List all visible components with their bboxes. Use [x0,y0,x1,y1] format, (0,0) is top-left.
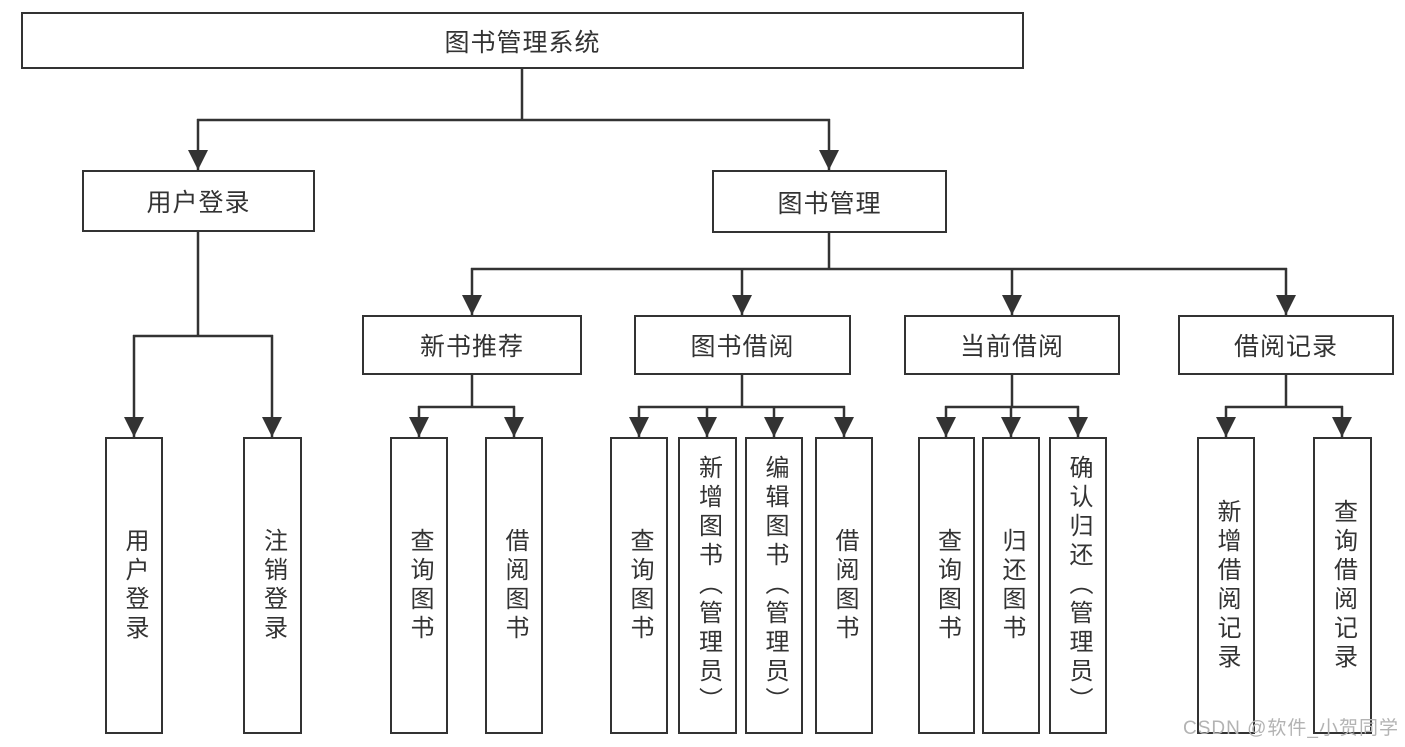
node-label: 当前借阅 [959,333,1064,361]
node-leaf-return-books: 归还图书 [982,437,1040,734]
node-label: 编辑图书（管理员） [761,455,788,716]
node-label: 新增借阅记录 [1213,498,1240,673]
node-leaf-query-books-3: 查询图书 [918,437,975,734]
node-leaf-confirm-return-admin: 确认归还（管理员） [1049,437,1107,734]
node-current-borrow: 当前借阅 [904,315,1120,375]
connector-root-to-level2 [188,69,839,170]
node-leaf-logout-login: 注销登录 [243,437,302,734]
node-label: 图书管理 [777,189,882,218]
node-label: 查询借阅记录 [1329,498,1357,673]
connector-current-borrow-children [936,375,1088,437]
connector-book-borrow-children [629,375,854,437]
node-label: 确认归还（管理员） [1065,455,1092,716]
connector-book-mgmt-children [462,233,1296,315]
node-user-login: 用户登录 [82,170,315,232]
node-leaf-query-books-2: 查询图书 [610,437,668,734]
node-label: 用户登录 [121,527,148,644]
connector-new-book-rec-children [409,375,524,437]
node-label: 用户登录 [146,189,251,217]
node-root-system: 图书管理系统 [21,12,1024,69]
node-leaf-add-borrow-record: 新增借阅记录 [1197,437,1255,734]
connector-user-login-children [124,232,282,437]
node-leaf-query-borrow-record: 查询借阅记录 [1313,437,1372,734]
node-label: 新书推荐 [419,333,524,361]
node-label: 图书管理系统 [444,28,601,57]
node-label: 查询图书 [406,527,433,644]
node-book-borrow: 图书借阅 [634,315,851,375]
connector-borrow-records-children [1216,375,1352,437]
node-label: 注销登录 [259,527,287,644]
node-label: 新增图书（管理员） [694,455,722,716]
watermark: CSDN @软件_小贺同学 [1183,718,1399,739]
node-leaf-query-books-1: 查询图书 [390,437,448,734]
node-label: 借阅图书 [831,527,858,644]
node-leaf-edit-books-admin: 编辑图书（管理员） [745,437,803,734]
node-borrow-records: 借阅记录 [1178,315,1394,375]
node-leaf-add-books-admin: 新增图书（管理员） [678,437,737,734]
node-leaf-borrow-books-2: 借阅图书 [815,437,873,734]
node-leaf-user-login: 用户登录 [105,437,163,734]
node-label: 借阅图书 [501,527,528,644]
node-leaf-borrow-books-1: 借阅图书 [485,437,543,734]
node-new-book-recommend: 新书推荐 [362,315,582,375]
node-label: 图书借阅 [690,333,795,361]
node-book-management: 图书管理 [712,170,947,233]
node-label: 借阅记录 [1233,333,1338,361]
node-label: 查询图书 [933,527,961,644]
node-label: 查询图书 [626,527,653,644]
node-label: 归还图书 [998,527,1025,644]
